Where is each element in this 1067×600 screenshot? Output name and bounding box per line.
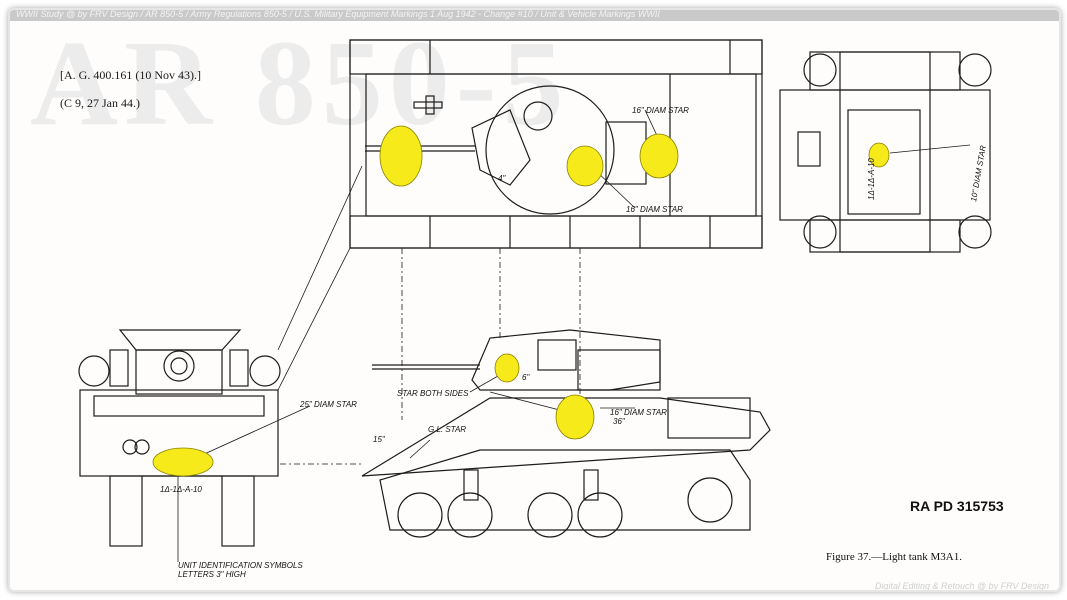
reference-line-1: [A. G. 400.161 (10 Nov 43).] xyxy=(60,68,201,82)
front-star xyxy=(152,447,214,477)
label-angle: 15" xyxy=(373,435,386,444)
side-view xyxy=(361,329,771,538)
label-rear-star: 10" DIAM STAR xyxy=(969,145,988,203)
engine-deck-star xyxy=(639,133,679,179)
label-turret-star: 16" DIAM STAR xyxy=(632,106,689,115)
label-front-star: 25" DIAM STAR xyxy=(299,400,357,409)
label-turret-dim: 4" xyxy=(498,174,506,183)
turret-star xyxy=(566,145,604,187)
front-view xyxy=(78,329,281,547)
rear-view xyxy=(779,51,992,253)
projection-lines xyxy=(280,248,581,465)
ra-pd-number: RA PD 315753 xyxy=(910,498,1004,514)
label-side-star: 16" DIAM STAR xyxy=(610,408,667,417)
label-hull-top-star: 16" DIAM STAR xyxy=(626,205,683,214)
star-markings xyxy=(152,125,890,477)
watermark-header: WWII Study @ by FRV Design / AR 850-5 / … xyxy=(10,10,1059,21)
tank-diagram: 16" DIAM STAR 16" DIAM STAR 4" 1Δ-1Δ-A-1… xyxy=(78,39,992,579)
reference-line-2: (C 9, 27 Jan 44.) xyxy=(60,96,140,110)
document-page: WWII Study @ by FRV Design / AR 850-5 / … xyxy=(8,8,1061,592)
label-unit-id-2: LETTERS 3" HIGH xyxy=(178,570,246,579)
watermark-footer: Digital Editing & Retouch @ by FRV Desig… xyxy=(874,581,1049,591)
label-star-both-sides: STAR BOTH SIDES xyxy=(397,389,469,398)
watermark-title: AR 850-5 xyxy=(30,16,570,151)
label-side-dim-36: 36" xyxy=(613,417,626,426)
side-hull-star xyxy=(555,394,595,440)
figure-caption: Figure 37.—Light tank M3A1. xyxy=(826,551,962,563)
side-turret-star xyxy=(494,353,520,383)
label-front-id: 1Δ-1Δ-A-10 xyxy=(160,485,202,494)
rear-star xyxy=(868,142,890,168)
label-unit-id-1: UNIT IDENTIFICATION SYMBOLS xyxy=(178,561,303,570)
label-rear-id: 1Δ-1Δ-A-10 xyxy=(867,158,876,200)
label-gl-star: G.L. STAR xyxy=(428,425,466,434)
top-hull-front-star xyxy=(379,125,423,187)
label-side-dim-6: 6" xyxy=(522,373,530,382)
